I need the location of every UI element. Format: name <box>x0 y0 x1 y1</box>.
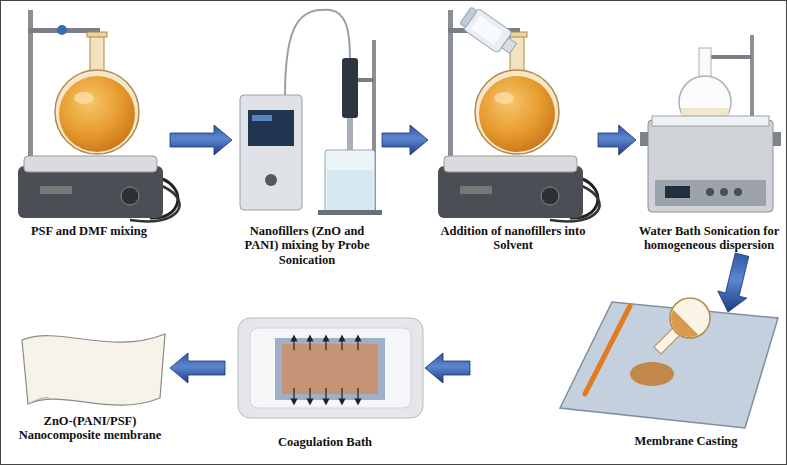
step-caption: ZnO-(PANI/PSF) Nanocomposite membrane <box>10 414 170 443</box>
process-step: Membrane Casting <box>470 312 782 450</box>
flow-arrow <box>382 125 428 155</box>
process-step: ZnO-(PANI/PSF) Nanocomposite membrane <box>10 310 170 445</box>
step-caption: Nanofillers (ZnO and PANI) mixing by Pro… <box>232 224 382 267</box>
process-step: Water Bath Sonication for homogeneous di… <box>636 6 782 255</box>
step-caption: Coagulation Bath <box>225 435 425 449</box>
step-caption: Membrane Casting <box>590 434 782 448</box>
process-step: Coagulation Bath <box>225 305 425 451</box>
step-caption: Addition of nanofillers into Solvent <box>428 224 598 253</box>
flow-arrow <box>170 125 232 155</box>
flow-arrow <box>170 353 225 383</box>
step-caption: PSF and DMF mixing <box>8 224 170 238</box>
process-step: Nanofillers (ZnO and PANI) mixing by Pro… <box>232 6 382 269</box>
step-caption: Water Bath Sonication for homogeneous di… <box>636 224 782 253</box>
flow-arrow <box>718 253 749 312</box>
process-step: Addition of nanofillers into Solvent <box>428 6 598 255</box>
flow-arrow <box>598 125 636 155</box>
flow-arrow <box>425 353 470 383</box>
process-step: PSF and DMF mixing <box>8 6 170 240</box>
